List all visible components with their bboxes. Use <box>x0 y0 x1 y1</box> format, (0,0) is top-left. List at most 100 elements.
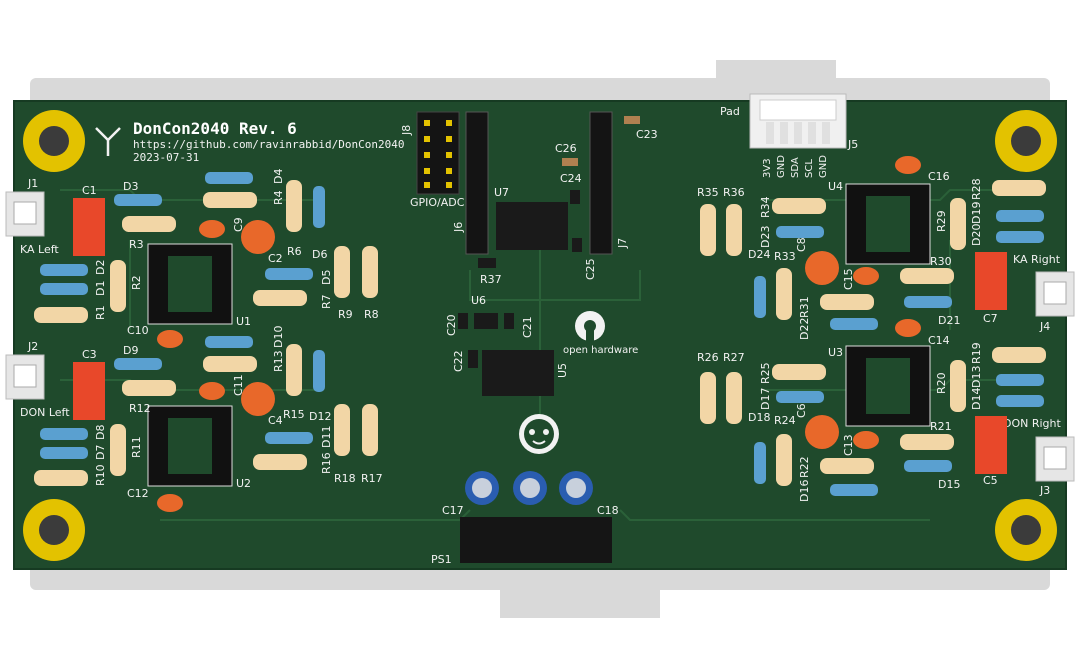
label-d16: D16 <box>798 480 811 502</box>
cap-c26 <box>562 158 578 166</box>
label-c13: C13 <box>842 434 855 456</box>
label-don-right: DON Right <box>1003 417 1062 430</box>
label-c2: C2 <box>268 252 283 265</box>
label-c12: C12 <box>127 487 149 500</box>
label-d14: D14 <box>970 388 983 410</box>
label-d20: D20 <box>970 224 983 246</box>
connector-j2[interactable] <box>5 354 45 400</box>
label-r3: R3 <box>129 238 144 251</box>
label-c16: C16 <box>928 170 950 183</box>
label-d13: D13 <box>970 366 983 388</box>
pin-sda: SDA <box>790 157 801 178</box>
label-r4: R4 <box>272 190 285 205</box>
label-j3: J3 <box>1039 484 1050 497</box>
label-c11: C11 <box>232 374 245 396</box>
ic-u7 <box>496 202 568 250</box>
label-c21: C21 <box>521 316 534 338</box>
connector-j5[interactable] <box>749 93 847 149</box>
board-title: DonCon2040 Rev. 6 <box>133 119 297 138</box>
label-r30: R30 <box>930 255 952 268</box>
label-pad: Pad <box>720 105 740 118</box>
tuning-fork-icon <box>95 127 121 156</box>
label-d23: D23 <box>759 226 772 248</box>
label-c8: C8 <box>795 237 808 252</box>
label-d1: D1 <box>94 281 107 296</box>
left-top-channel <box>34 172 378 348</box>
label-d10: D10 <box>272 326 285 348</box>
label-r11: R11 <box>130 436 143 458</box>
cap-c23 <box>624 116 640 124</box>
pin-gnd-2: GND <box>818 155 829 178</box>
label-j7: J7 <box>616 238 629 249</box>
j5-pin-labels: 3V3 GND SDA SCL GND <box>762 155 829 178</box>
connector-j3[interactable] <box>1035 436 1075 482</box>
right-top-channel <box>700 156 1046 330</box>
board-date: 2023-07-31 <box>133 151 199 164</box>
label-r22: R22 <box>798 456 811 478</box>
label-d19: D19 <box>970 202 983 224</box>
label-c25: C25 <box>584 258 597 280</box>
label-c9: C9 <box>232 217 245 232</box>
label-r16: R16 <box>320 452 333 474</box>
label-d4: D4 <box>272 169 285 184</box>
cap-c24 <box>570 190 580 204</box>
label-r36: R36 <box>723 186 745 199</box>
connector-j1[interactable] <box>5 191 45 237</box>
label-r33: R33 <box>774 250 796 263</box>
label-d22: D22 <box>798 318 811 340</box>
label-d8: D8 <box>94 425 107 440</box>
label-u4: U4 <box>828 180 843 193</box>
label-d12: D12 <box>309 410 331 423</box>
label-d21: D21 <box>938 314 960 327</box>
label-c14: C14 <box>928 334 950 347</box>
label-d18: D18 <box>748 411 770 424</box>
label-c6: C6 <box>795 403 808 418</box>
label-d6: D6 <box>312 248 327 261</box>
label-c18: C18 <box>597 504 619 517</box>
pin-scl: SCL <box>804 159 815 178</box>
label-r17: R17 <box>361 472 383 485</box>
label-c24: C24 <box>560 172 582 185</box>
label-d3: D3 <box>123 180 138 193</box>
label-d9: D9 <box>123 344 138 357</box>
label-c1: C1 <box>82 184 97 197</box>
module-ps1 <box>460 517 612 563</box>
open-hardware-logo <box>575 311 605 341</box>
label-d5: D5 <box>320 270 333 285</box>
cap-c21 <box>504 313 514 329</box>
label-c15: C15 <box>842 268 855 290</box>
label-j6: J6 <box>452 222 465 233</box>
mounting-holes <box>23 110 1057 561</box>
label-r8: R8 <box>364 308 379 321</box>
label-u7: U7 <box>494 186 509 199</box>
label-j1: J1 <box>27 177 38 190</box>
connector-j7[interactable] <box>589 111 613 255</box>
label-d7: D7 <box>94 445 107 460</box>
label-r26: R26 <box>697 351 719 364</box>
label-r25: R25 <box>759 362 772 384</box>
label-c10: C10 <box>127 324 149 337</box>
label-c17: C17 <box>442 504 464 517</box>
label-r13: R13 <box>272 350 285 372</box>
ic-u5 <box>482 350 554 396</box>
label-r37: R37 <box>480 273 502 286</box>
label-c26: C26 <box>555 142 577 155</box>
label-d24: D24 <box>748 248 770 261</box>
label-r9: R9 <box>338 308 353 321</box>
label-c3: C3 <box>82 348 97 361</box>
label-r35: R35 <box>697 186 719 199</box>
connector-j6[interactable] <box>465 111 489 255</box>
label-c7: C7 <box>983 312 998 325</box>
label-gpio-adc: GPIO/ADC <box>410 196 465 209</box>
label-u2: U2 <box>236 477 251 490</box>
pin-gnd-1: GND <box>776 155 787 178</box>
label-c23: C23 <box>636 128 658 141</box>
connector-j8[interactable] <box>416 111 460 195</box>
label-r7: R7 <box>320 294 333 309</box>
cap-c25 <box>572 238 582 252</box>
connector-j4[interactable] <box>1035 271 1075 317</box>
left-bottom-channel <box>34 336 378 512</box>
label-r31: R31 <box>798 296 811 318</box>
label-r29: R29 <box>935 210 948 232</box>
right-bottom-channel <box>700 319 1046 496</box>
